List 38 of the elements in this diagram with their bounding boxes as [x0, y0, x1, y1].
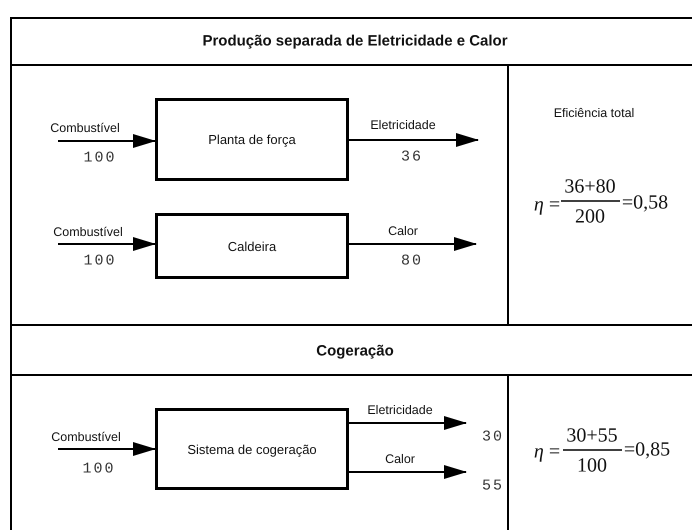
edge-label: Calor [385, 452, 415, 466]
formula-term: η = [534, 440, 560, 464]
edge-label: Combustível [53, 225, 123, 239]
flow-value: 36 [401, 148, 423, 166]
flow-value: 100 [82, 460, 116, 478]
arrow [349, 237, 477, 251]
box-label: Planta de força [208, 132, 296, 147]
process-box [155, 408, 349, 490]
formula-term: η = [534, 194, 560, 216]
formula-term: 36+80 [564, 176, 616, 198]
process-box [155, 213, 349, 279]
box-label: Caldeira [228, 238, 276, 254]
flow-value: 100 [84, 150, 116, 166]
edge-label: Eletricidade [370, 118, 436, 132]
arrow [349, 133, 479, 147]
formula-term: 30+55 [566, 424, 618, 448]
edge-label: Combustível [51, 430, 121, 444]
edge-label: Eletricidade [367, 403, 433, 417]
flow-value: 30 [482, 428, 504, 446]
formula-term: 200 [575, 206, 605, 228]
process-box [155, 98, 349, 181]
arrow [349, 416, 467, 430]
edge-label: Calor [388, 224, 418, 238]
section-heading: Cogeração [316, 342, 394, 360]
flow-value: 80 [401, 252, 423, 270]
arrow [58, 237, 156, 251]
arrow [58, 134, 156, 148]
arrow [58, 442, 156, 456]
flow-value: 55 [482, 478, 504, 494]
formula-term: =0,58 [622, 192, 668, 214]
box-label: Sistema de cogeração [187, 442, 317, 456]
edge-label: Combustível [50, 121, 120, 135]
arrow [349, 465, 467, 479]
note-text: Eficiência total [554, 106, 634, 120]
section-heading: Produção separada de Eletricidade e Calor [202, 32, 508, 50]
formula-term: 100 [577, 454, 607, 478]
formula-term: =0,85 [624, 438, 670, 462]
flow-value: 100 [84, 252, 116, 270]
